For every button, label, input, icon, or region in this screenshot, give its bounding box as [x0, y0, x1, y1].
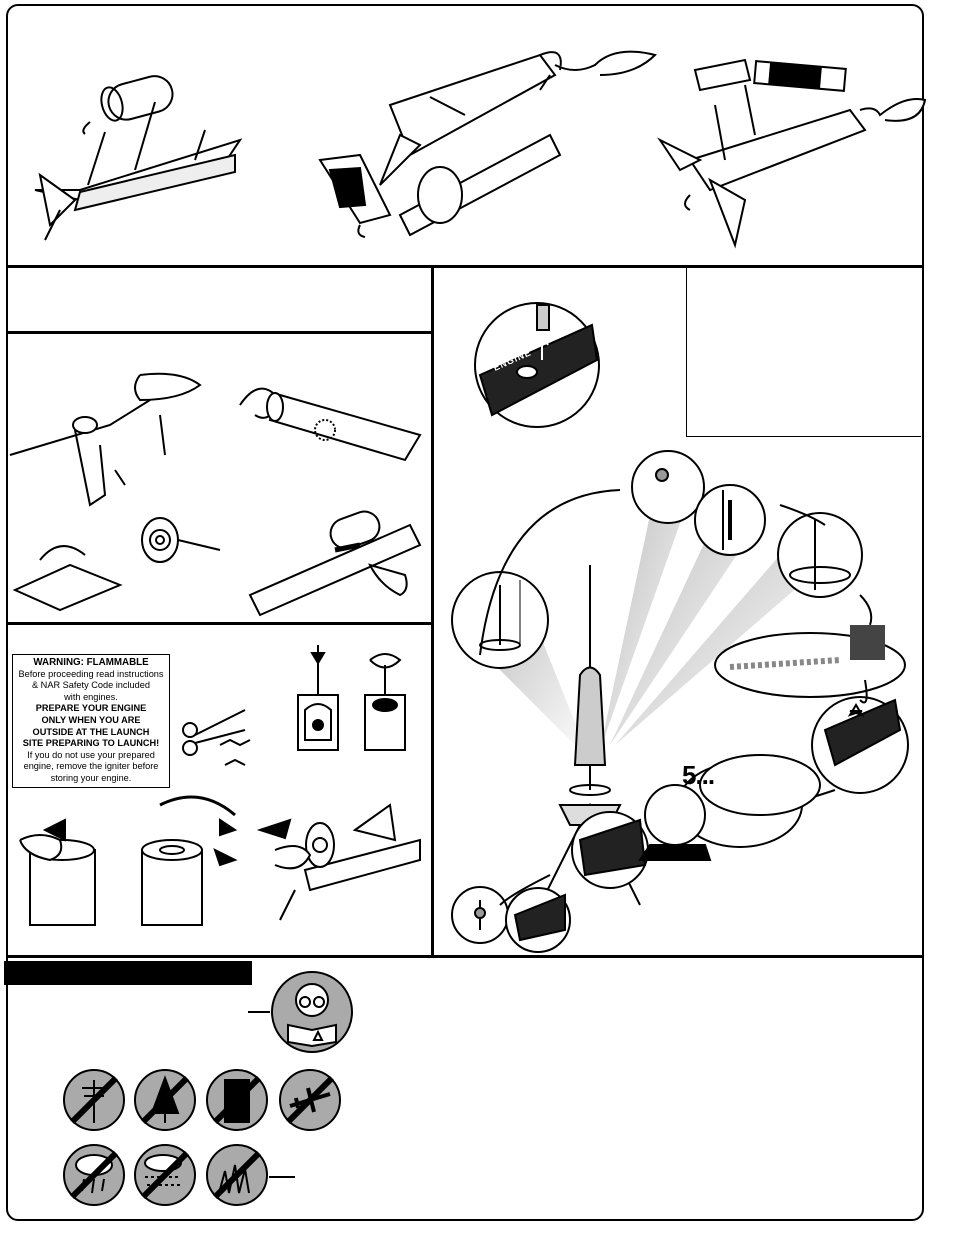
engine-into-rocket	[256, 803, 421, 921]
warning-line-3: with engines.	[64, 691, 118, 702]
insert-wadding	[248, 510, 422, 617]
warning-bold-3: OUTSIDE AT THE LAUNCH	[32, 726, 150, 737]
assembly-step-1	[34, 75, 243, 241]
divider-bottom	[6, 955, 922, 958]
warning-line-4: If you do not use your prepared	[27, 749, 155, 760]
launch-sequence	[451, 450, 909, 953]
flammable-warning: WARNING: FLAMMABLE Before proceeding rea…	[12, 654, 170, 788]
no-trees-icon	[134, 1069, 196, 1131]
no-wind-icon	[134, 1144, 196, 1206]
no-dry-grass-icon	[206, 1144, 295, 1206]
divider-left-2	[6, 622, 432, 625]
shock-cord-attach	[9, 372, 202, 507]
igniter-parts	[182, 709, 251, 766]
divider-top	[6, 265, 922, 268]
no-rain-icon	[63, 1144, 125, 1206]
no-aircraft-icon	[279, 1069, 341, 1131]
no-power-lines-icon	[63, 1069, 125, 1131]
assembly-step-2	[318, 50, 657, 238]
warning-line-2: & NAR Safety Code included	[32, 680, 150, 691]
warning-bold-2: ONLY WHEN YOU ARE	[41, 714, 141, 725]
fold-and-roll	[12, 517, 221, 612]
read-instructions-icon	[248, 971, 353, 1053]
no-buildings-icon	[206, 1069, 268, 1131]
warning-bold-1: PREPARE YOUR ENGINE	[35, 703, 147, 714]
left-header-box	[6, 268, 431, 330]
page-frame	[6, 4, 924, 1221]
divider-center	[431, 265, 434, 957]
warning-line-1: Before proceeding read instructions	[18, 668, 164, 679]
engine-igniter-insert	[297, 645, 339, 751]
tape-igniter-2	[141, 795, 238, 926]
warning-title: WARNING: FLAMMABLE	[33, 657, 149, 668]
warning-line-5: engine, remove the igniter before	[23, 761, 159, 772]
safety-header-bar	[4, 961, 252, 985]
divider-left-1	[6, 331, 432, 334]
assembly-step-3	[657, 58, 927, 249]
launch-controller-detail	[474, 302, 600, 428]
right-text-box	[686, 268, 921, 437]
cord-into-tube	[239, 387, 422, 462]
warning-line-6: storing your engine.	[50, 772, 132, 783]
tape-igniter-1	[19, 818, 96, 926]
igniter-plug-insert	[364, 653, 406, 751]
warning-bold-4: SITE PREPARING TO LAUNCH!	[22, 738, 160, 749]
countdown-text: 5...	[682, 760, 715, 790]
countdown-bubble	[638, 754, 821, 861]
